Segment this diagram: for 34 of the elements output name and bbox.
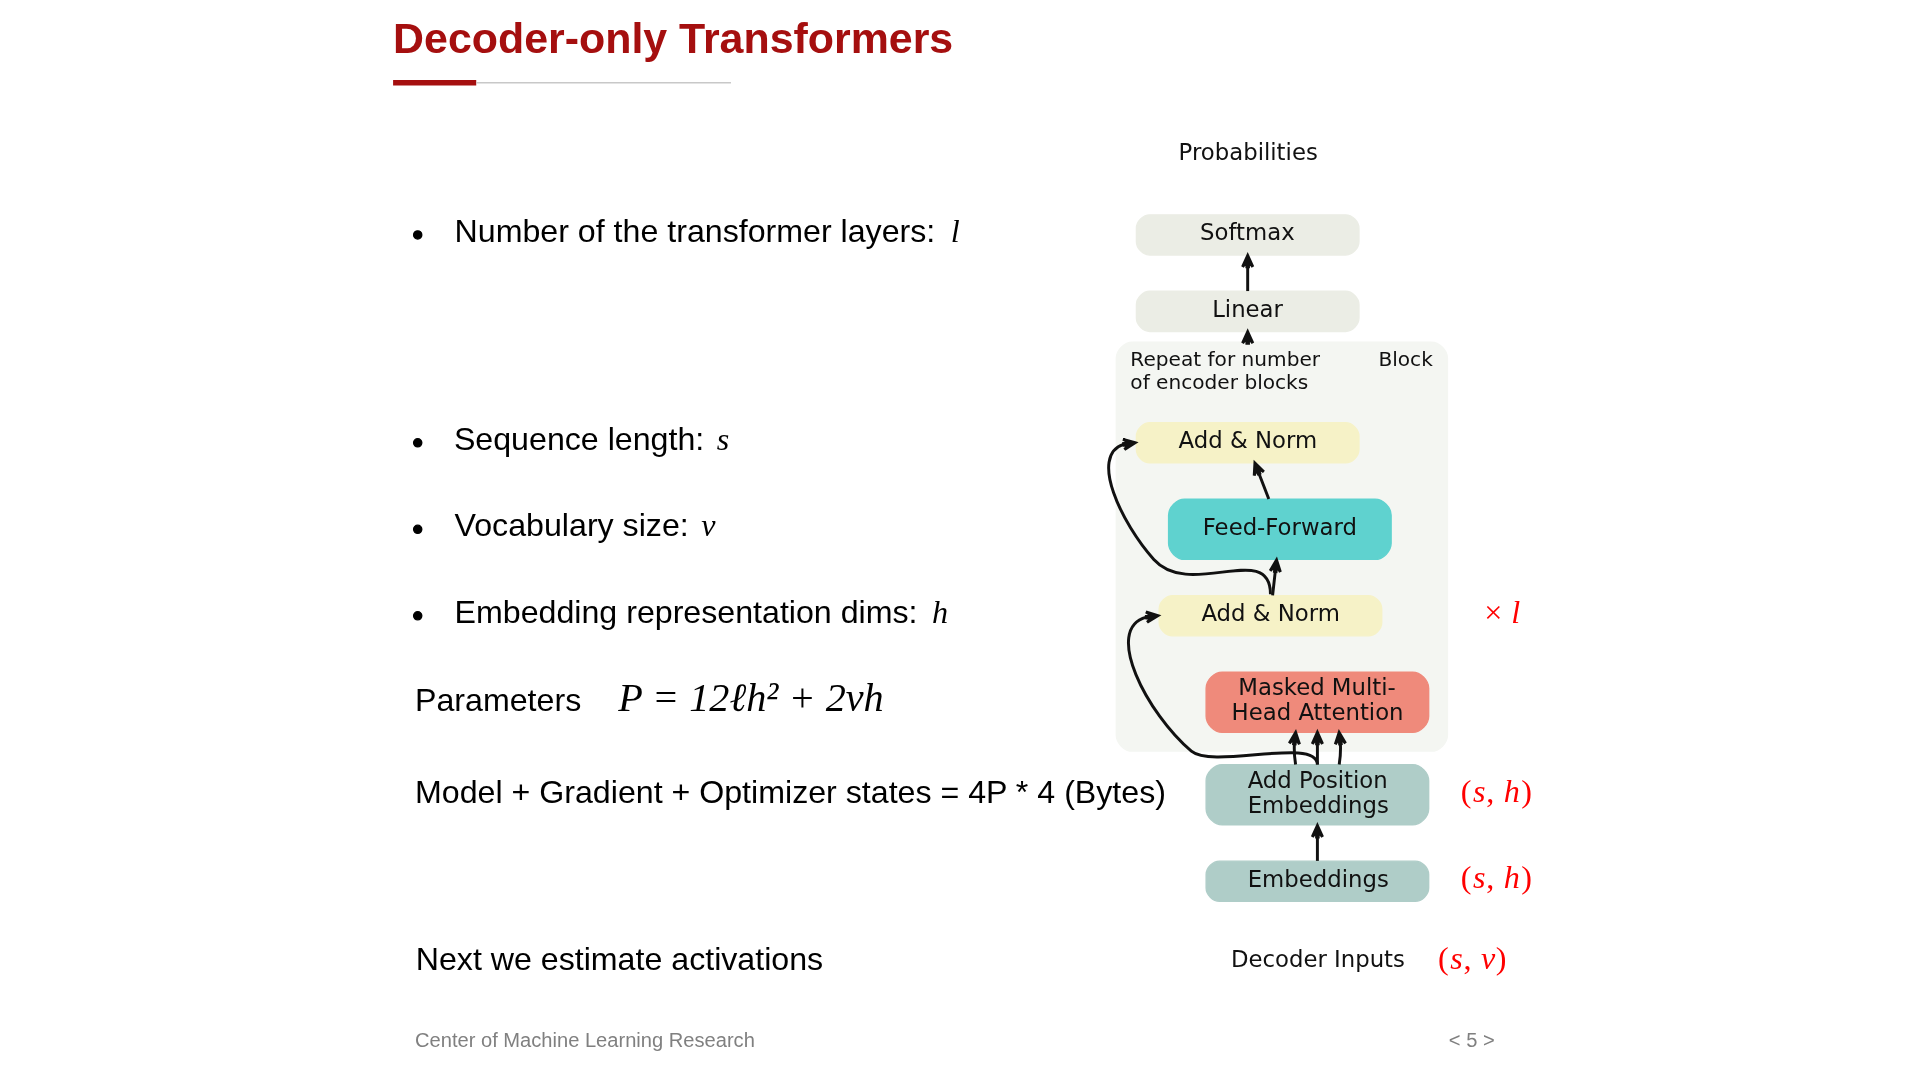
node-box: Feed-Forward <box>1167 498 1392 561</box>
label: (s, h) <box>1460 772 1532 809</box>
label: Vocabulary size: v <box>454 507 716 544</box>
node-box: Add Position Embeddings <box>1204 763 1429 826</box>
label: × l <box>1483 593 1520 630</box>
label: Center of Machine Learning Research <box>414 1028 755 1051</box>
arrow <box>1310 730 1324 765</box>
node-box: Embeddings <box>1204 860 1429 902</box>
arrow <box>1268 558 1282 596</box>
node-box: Linear <box>1135 290 1360 333</box>
arrow <box>1252 461 1270 500</box>
label: Embedding representation dims: h <box>454 593 948 630</box>
node-box: Masked Multi-Head Attention <box>1204 671 1429 734</box>
arrow <box>1240 254 1254 292</box>
node-box: Softmax <box>1135 214 1360 256</box>
label: < 5 > <box>1448 1028 1495 1051</box>
arrow <box>1287 730 1301 765</box>
arrow <box>1126 610 1319 766</box>
arrow <box>1310 824 1324 861</box>
label: Next we estimate activations <box>415 941 823 977</box>
label: Number of the transformer layers: l <box>454 212 960 249</box>
label: Probabilities <box>1178 139 1318 166</box>
label: Sequence length: s <box>453 420 729 457</box>
label: Model + Gradient + Optimizer states = 4P * 4 (Bytes) <box>414 774 1166 811</box>
label: Parameters <box>414 681 581 718</box>
label: Decoder Inputs <box>1230 946 1405 973</box>
node-box: Add & Norm <box>1135 422 1360 464</box>
diagram-title: Decoder-only Transformers <box>392 13 953 62</box>
label: (s, h) <box>1460 859 1532 896</box>
label: P = 12ℓh² + 2vh <box>617 674 884 720</box>
arrow <box>1333 730 1347 765</box>
label: (s, v) <box>1437 939 1506 976</box>
arrow <box>1106 437 1272 595</box>
node-box: Add & Norm <box>1158 594 1382 637</box>
